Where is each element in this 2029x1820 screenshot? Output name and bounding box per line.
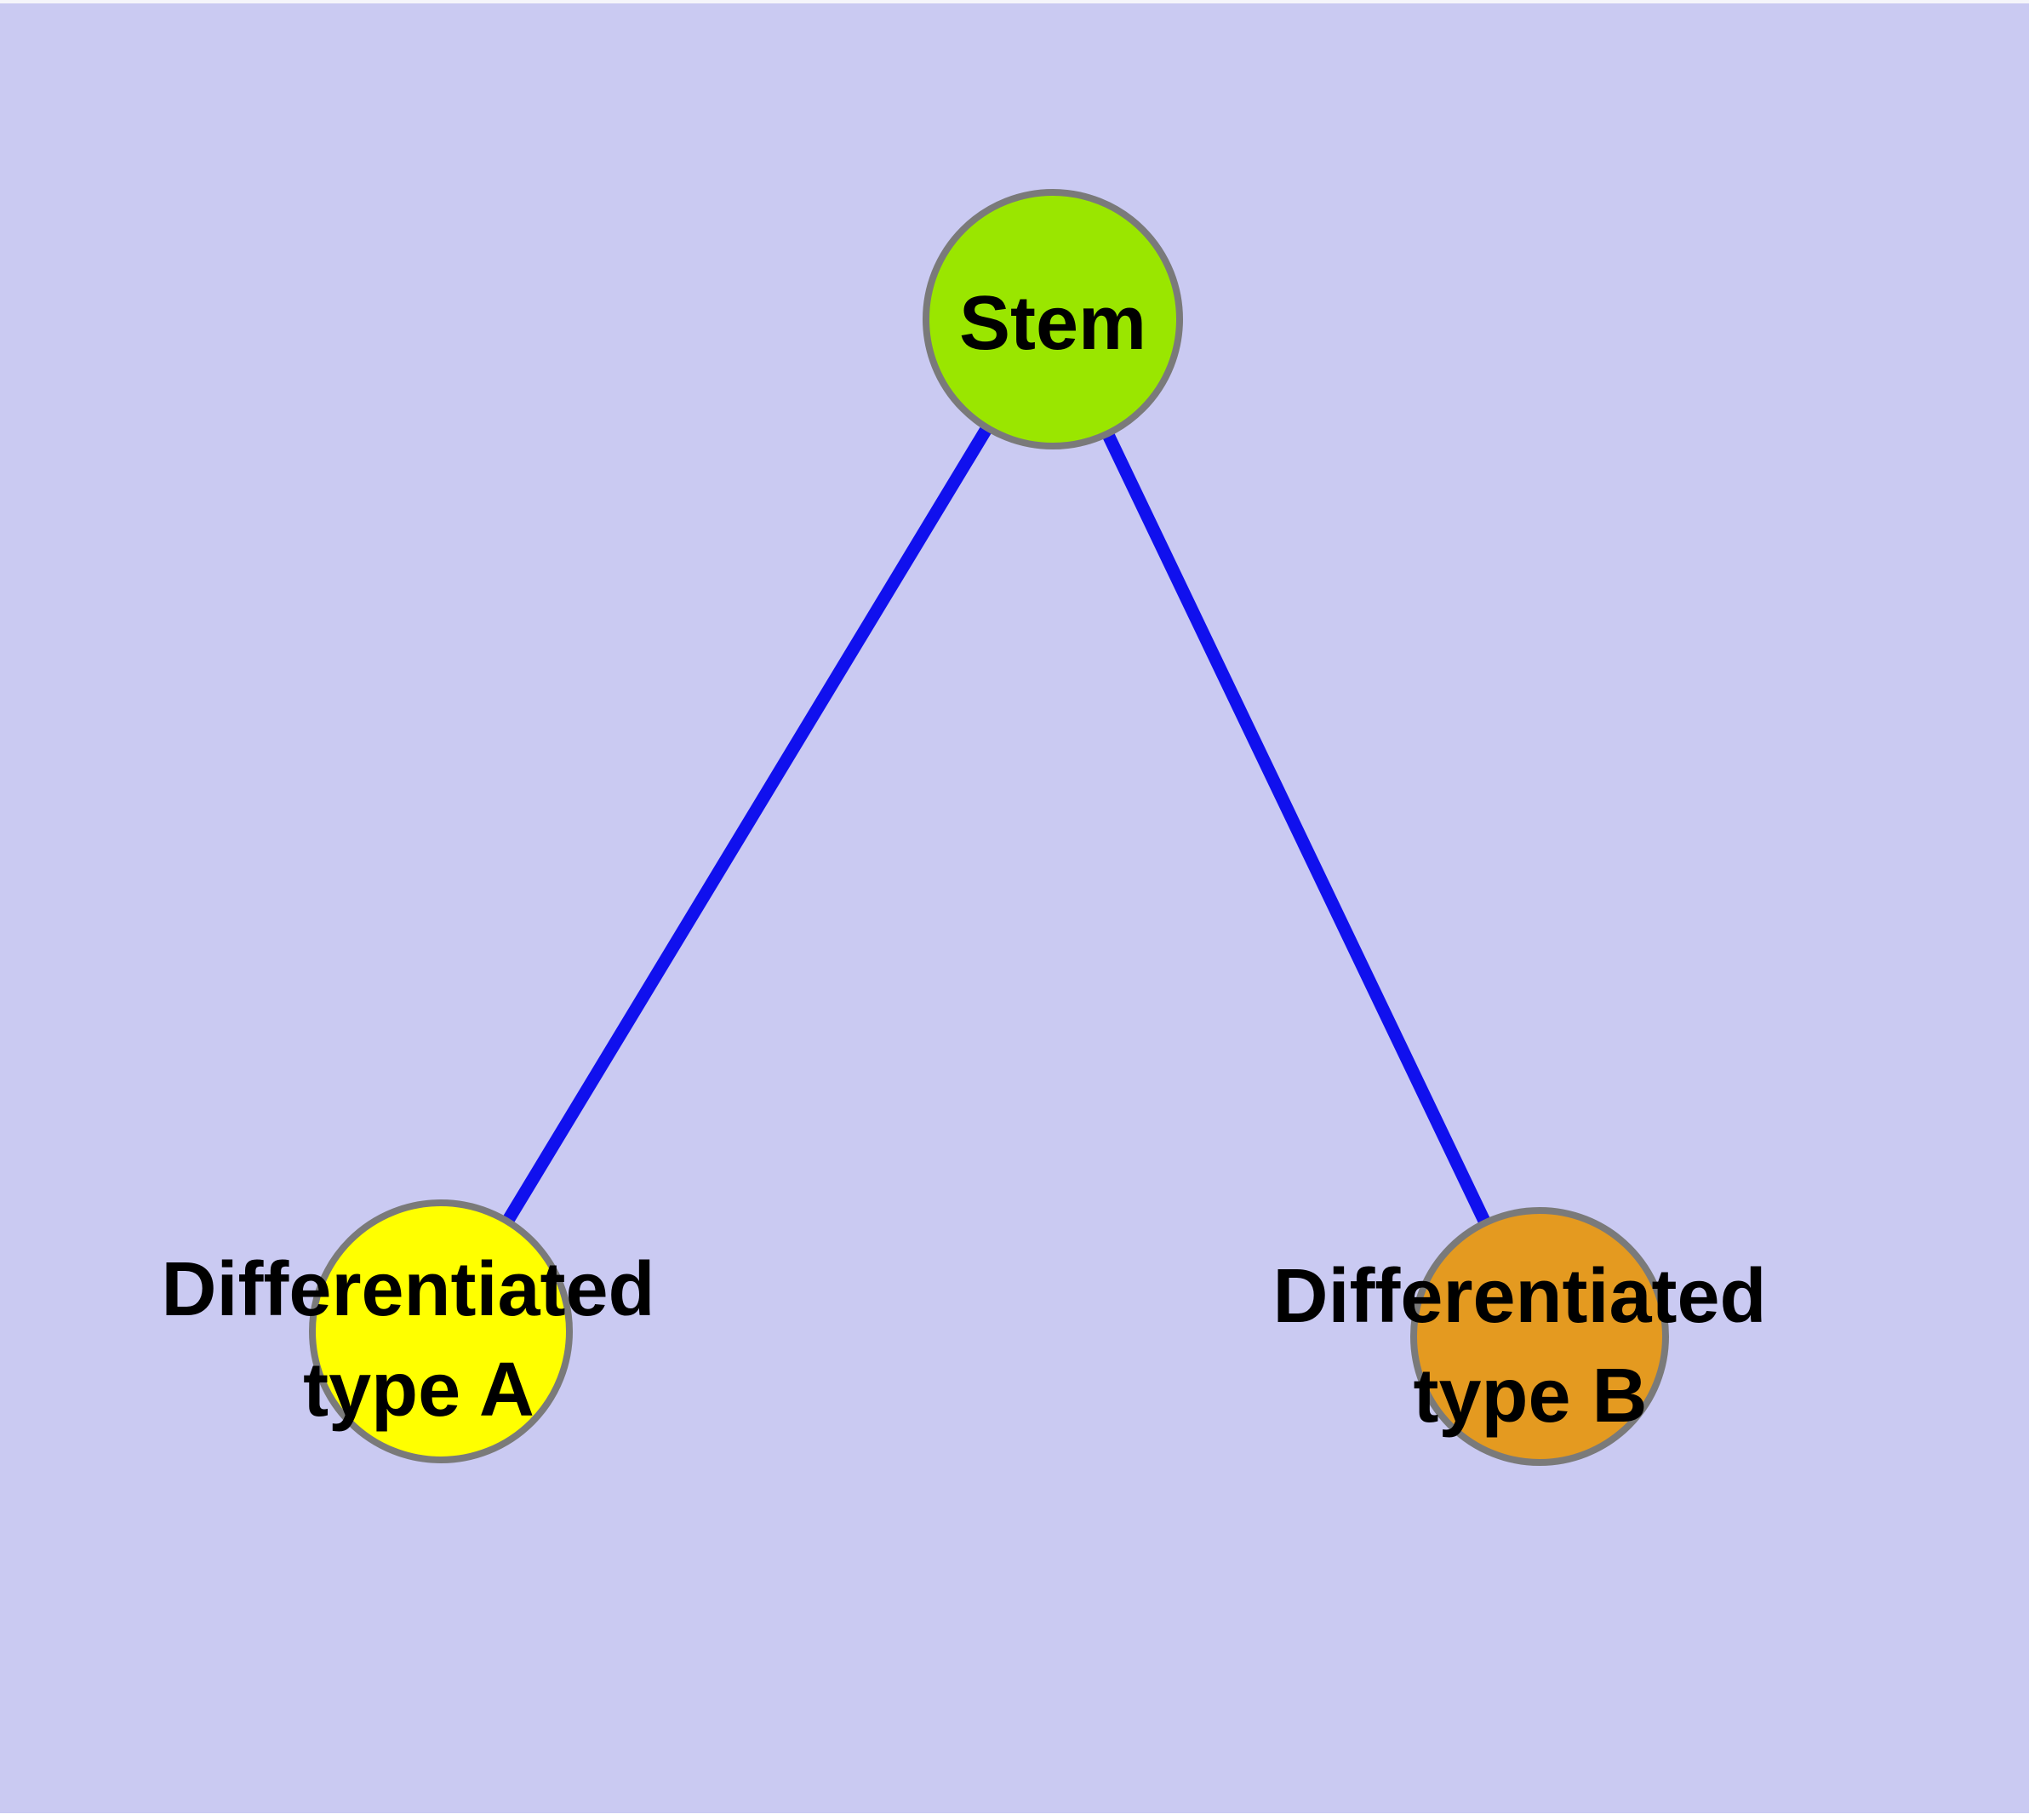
type-a-label-line2: type A — [303, 1348, 534, 1433]
type-b-label-line2: type B — [1413, 1354, 1647, 1439]
page-top-border — [0, 0, 2029, 3]
type-b-node-label: Differentiated type B — [1272, 1254, 1787, 1439]
type-a-label-line1: Differentiated — [161, 1247, 654, 1332]
stem-node-label: Stem — [959, 281, 1146, 366]
stem-node-circle — [923, 189, 1183, 449]
page-bottom-border — [0, 1813, 2029, 1820]
type-a-node-circle — [309, 1199, 573, 1463]
type-a-node-label: Differentiated type A — [161, 1247, 676, 1433]
edge-stem-to-type-a — [435, 316, 1059, 1335]
edge-stem-to-type-b — [1047, 316, 1546, 1340]
type-b-node-circle — [1410, 1207, 1669, 1466]
type-b-label-line1: Differentiated — [1272, 1254, 1766, 1339]
